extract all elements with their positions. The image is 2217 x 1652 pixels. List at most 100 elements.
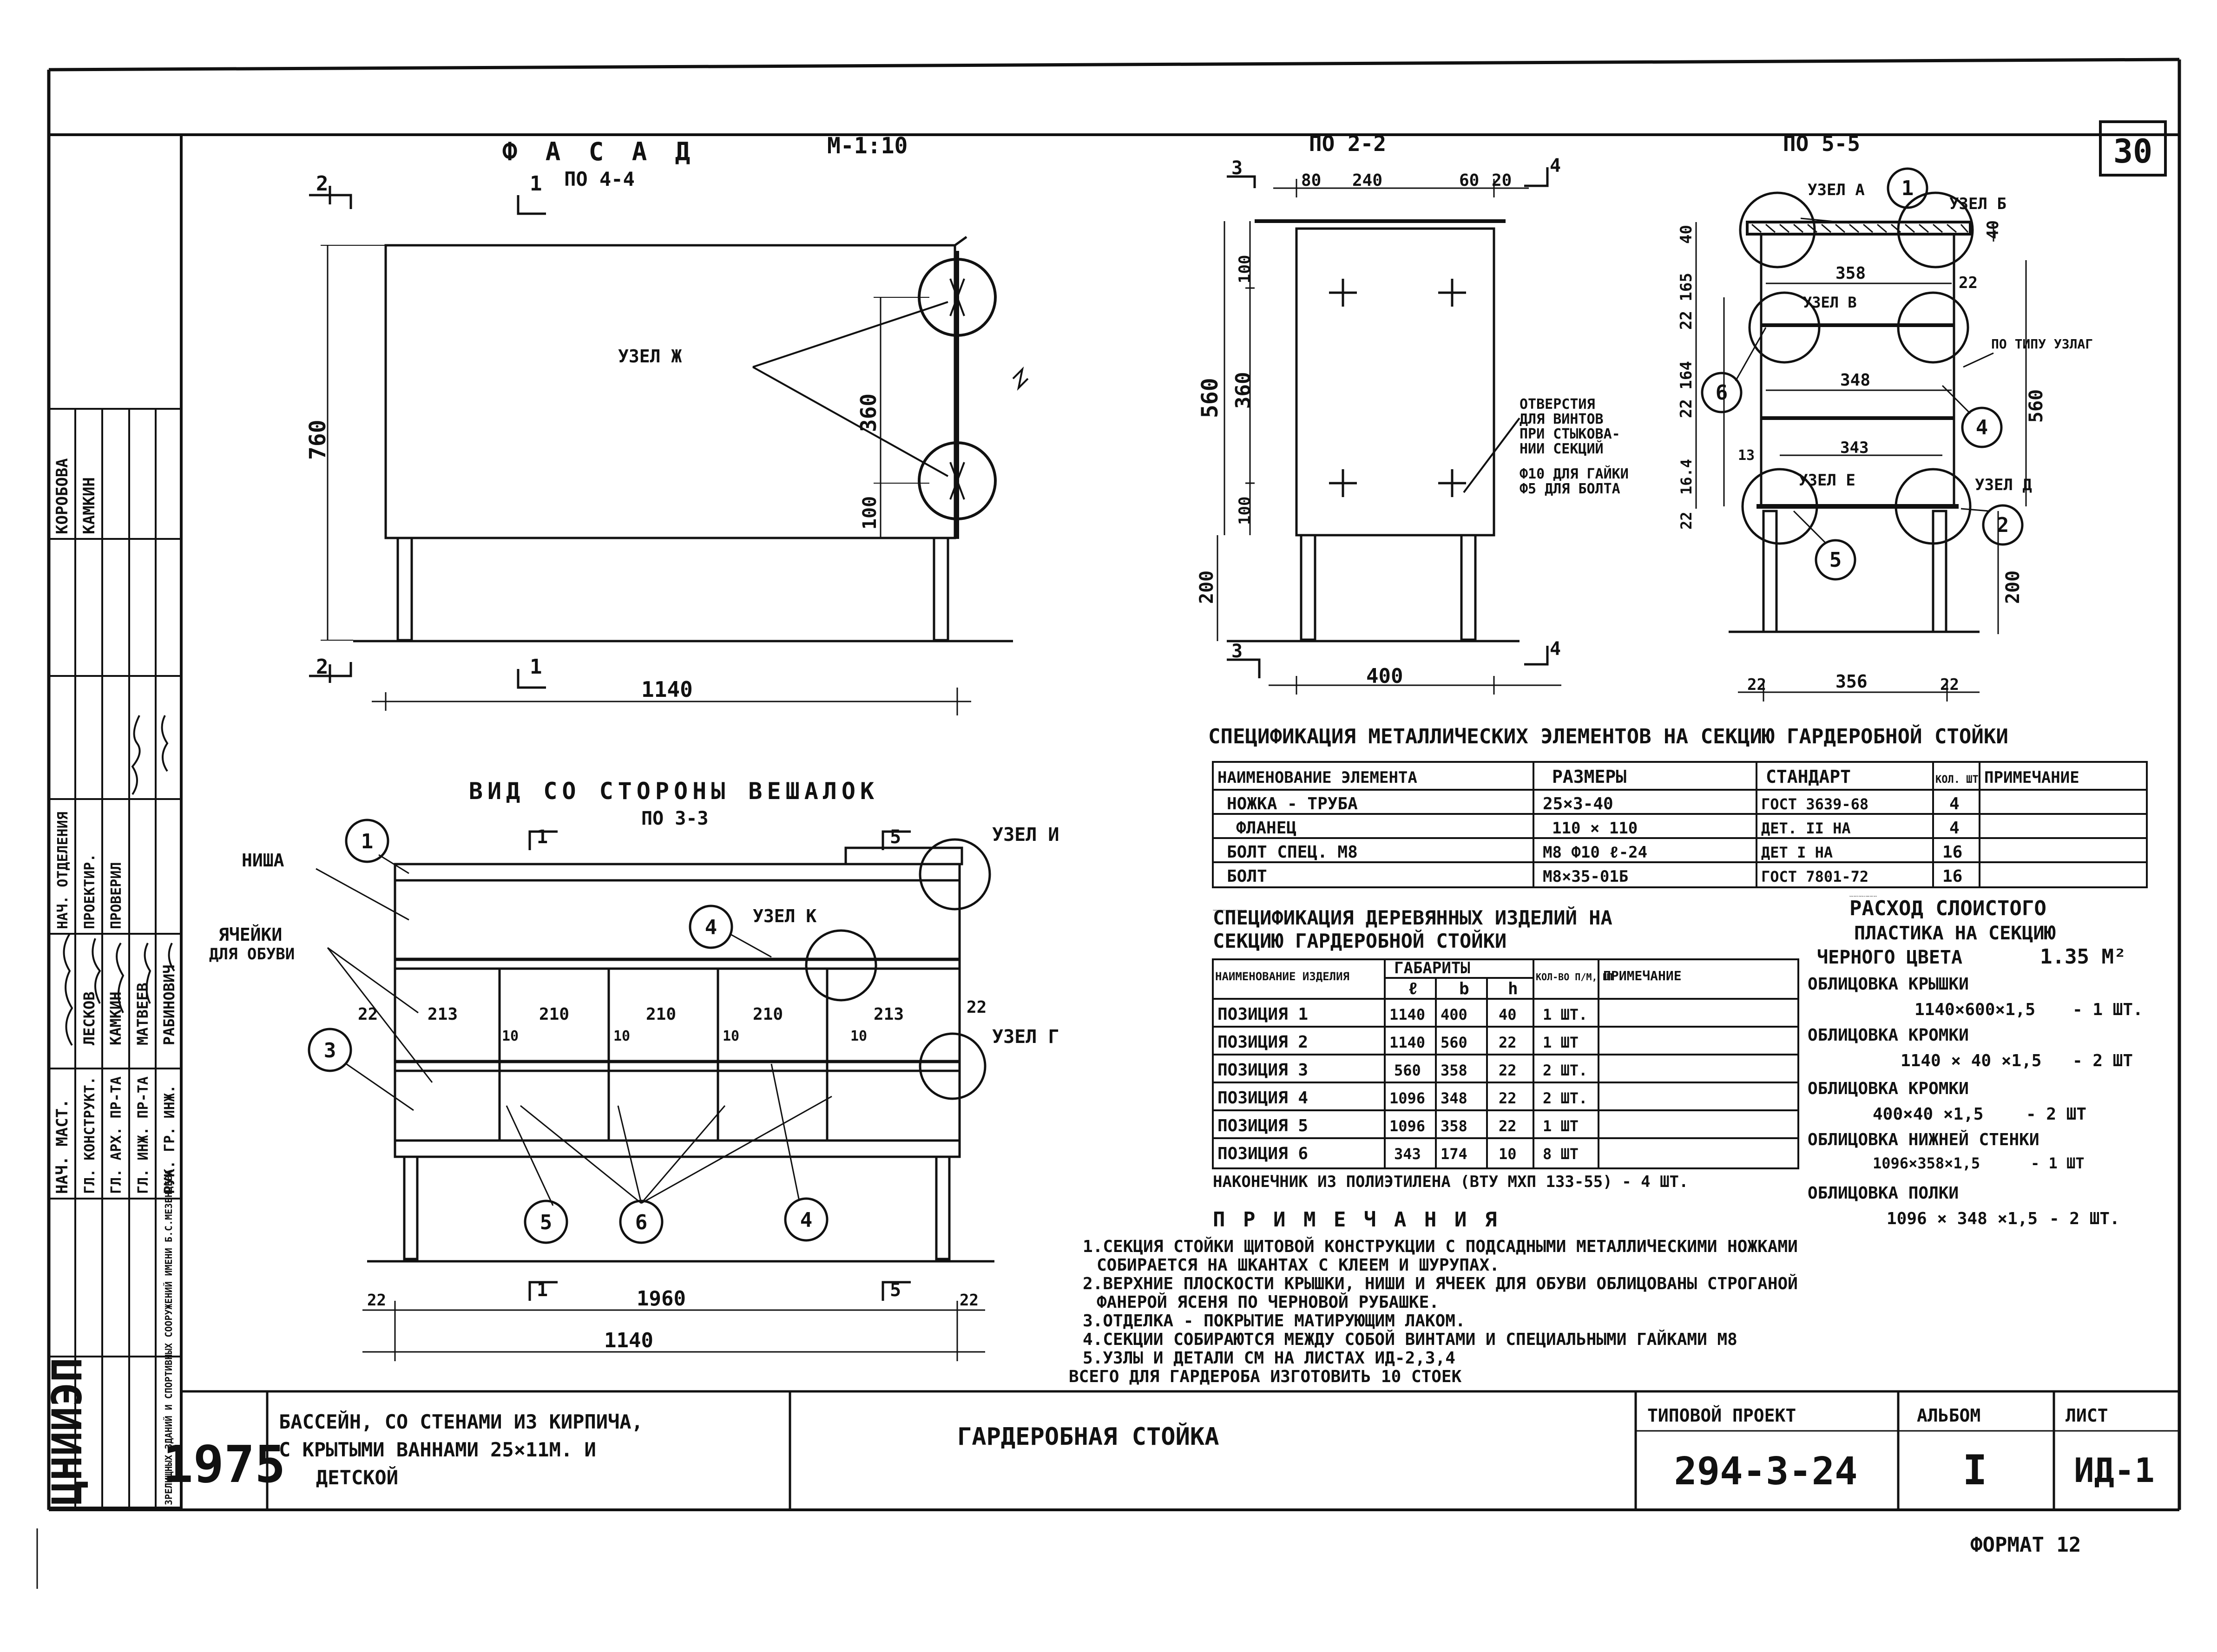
hanger-cut-5-top: 5 [890,826,901,848]
stamp-org-name: ЦНИИЭП [43,1357,91,1505]
spec-metal-r0-size: 25×3-40 [1543,794,1613,813]
sec55-dim-22-164: 22 164 [1677,361,1696,418]
sec22-cut-4-top: 4 [1550,155,1561,177]
notes-block: П Р И М Е Ч А Н И Я 1.СЕКЦИЯ СТОЙКИ ЩИТО… [1069,1208,1798,1386]
section-5-5: ПО 5-5 [1677,131,2093,701]
sec55-dim-40b: 40 [1984,220,2002,239]
hanger-cell-w-6: 22 [967,998,987,1017]
sec22-dim-100b: 100 [1236,497,1254,525]
plastic-total: 1.35 М² [2040,945,2126,969]
spec-metal-h1: РАЗМЕРЫ [1552,767,1626,787]
spec-wood-r0-l: 1140 [1389,1006,1425,1023]
hanger-callout-6: 6 [635,1211,648,1234]
hanger-dim-22l: 22 [367,1291,386,1310]
sec55-callout-4: 4 [1976,416,1988,439]
spec-wood-h0: НАИМЕНОВАНИЕ ИЗДЕЛИЯ [1215,970,1349,983]
spec-wood-h2: ℓ [1408,979,1418,998]
notes-line-2: СОБИРАЕТСЯ НА ШКАНТАХ С КЛЕЕМ И ШУРУПАХ. [1097,1256,1500,1275]
hanger-dim-22r: 22 [960,1291,979,1310]
hanger-cell-w-0: 22 [358,1005,378,1024]
sec22-dim-360: 360 [1231,372,1255,409]
spec-wood-title-2: СЕКЦИЮ ГАРДЕРОБНОЙ СТОЙКИ [1213,929,1507,952]
facade-cut-2-top: 2 [316,172,329,196]
sec55-node-potipu: ПО ТИПУ УЗЛАГ [1991,336,2093,352]
facade-cut-1-top: 1 [530,172,542,196]
hanger-label-node-i: УЗЕЛ И [992,824,1059,846]
spec-wood-title-1: СПЕЦИФИКАЦИЯ ДЕРЕВЯННЫХ ИЗДЕЛИЙ НА [1213,906,1612,929]
sec55-callout-6: 6 [1716,381,1728,405]
stamp-name-leskov: ЛЕСКОВ [80,991,98,1045]
facade-dim-100: 100 [859,496,881,530]
spec-wood-r5-name: ПОЗИЦИЯ 6 [1217,1144,1308,1163]
sec22-note-4: НИИ СЕКЦИЙ [1520,440,1604,457]
sec55-dim-22b: 22 [1678,511,1695,530]
spec-wood-r2-b: 358 [1441,1062,1467,1079]
plastic-3-size: 1096×358×1,5 [1873,1154,1980,1172]
spec-metal-r1-qty: 4 [1949,819,1960,838]
stamp-name-matveev: МАТВЕЕВ [134,983,151,1045]
stamp-role-nach-otd: НАЧ. ОТДЕЛЕНИЯ [55,812,71,929]
spec-wood-r4-l: 1096 [1389,1117,1425,1135]
facade-subtitle: ПО 4-4 [564,168,635,190]
spec-metal-h4: ПРИМЕЧАНИЕ [1984,768,2079,787]
sec55-dim-13: 13 [1738,447,1755,464]
hanger-cell-w-5: 213 [874,1005,904,1024]
title-project-name-2: С КРЫТЫМИ ВАННАМИ 25×11М. И [279,1438,596,1461]
hanger-callout-4a: 4 [705,916,717,939]
spec-wood-r1-qty: 1 ШТ [1543,1034,1579,1051]
facade-cut-1-bot: 1 [530,655,542,679]
sec55-callout-2: 2 [1997,513,2009,537]
hanger-gap-1: 10 [613,1028,630,1044]
facade-cut-2-bot: 2 [316,655,329,679]
hanger-gap-2: 10 [723,1028,739,1044]
sec55-dim-22a: 22 [1959,274,1978,292]
title-project-label: ТИПОВОЙ ПРОЕКТ [1647,1405,1796,1426]
facade-title: Ф А С А Д [502,137,697,166]
plastic-4-size: 1096 × 348 ×1,5 [1887,1209,2038,1228]
title-format: ФОРМАТ 12 [1970,1533,2081,1557]
spec-wood-r4-qty: 1 ШТ [1543,1117,1579,1135]
title-sheet: ИД-1 [2074,1451,2154,1490]
title-block: 1975 БАССЕЙН, СО СТЕНАМИ ИЗ КИРПИЧА, С К… [163,1390,2179,1557]
sec55-callout-1: 1 [1901,177,1914,200]
sec22-dim-80: 80 [1301,171,1321,190]
notes-line-7: 5.УЗЛЫ И ДЕТАЛИ СМ НА ЛИСТАХ ИД-2,3,4 [1083,1349,1455,1368]
plastic-3-qty: - 1 ШТ [2031,1154,2085,1172]
facade-view: Ф А С А Д М-1:10 ПО 4-4 [305,133,1029,715]
sec22-dim-400: 400 [1366,664,1403,688]
title-project-name-3: ДЕТСКОЙ [316,1466,398,1489]
sec55-dim-560: 560 [2026,389,2047,423]
sec22-dim-240: 240 [1352,171,1382,190]
plastic-0-size: 1140×600×1,5 [1914,1000,2035,1019]
spec-wood-r3-l: 1096 [1389,1089,1425,1107]
stamp-role-nach-mast: НАЧ. МАСТ. [53,1099,72,1194]
spec-wood-r2-qty: 2 ШТ. [1543,1062,1587,1079]
stamp-signatures [63,715,175,1046]
hanger-cell-w-2: 210 [539,1005,569,1024]
sec22-dim-20: 20 [1492,171,1512,190]
sec55-dim-22c: 22 [1747,675,1766,694]
sec22-note-5: Ф10 ДЛЯ ГАЙКИ [1520,465,1629,482]
hanger-view: ВИД СО СТОРОНЫ ВЕШАЛОК ПО 3-3 [209,778,1059,1361]
sec55-node-e: УЗЕЛ Е [1798,471,1855,490]
notes-line-5: 3.ОТДЕЛКА - ПОКРЫТИЕ МАТИРУЮЩИМ ЛАКОМ. [1083,1311,1466,1331]
facade-scale: М-1:10 [827,133,908,159]
spec-metal-r1-size: 110 × 110 [1552,819,1638,838]
title-album-label: АЛЬБОМ [1917,1405,1980,1426]
spec-metal-h0: НАИМЕНОВАНИЕ ЭЛЕМЕНТА [1217,768,1417,787]
hanger-callout-4b: 4 [800,1208,813,1232]
plastic-title-2: ПЛАСТИКА НА СЕКЦИЮ [1854,923,2056,944]
sec55-dim-358: 358 [1835,264,1866,283]
sec55-dim-348: 348 [1840,371,1870,390]
plastic-title-3: ЧЕРНОГО ЦВЕТА [1817,947,1962,968]
sec22-note-1: ОТВЕРСТИЯ [1520,396,1595,413]
spec-wood-r0-b: 400 [1441,1006,1467,1023]
side-stamp-text: НАЧ. МАСТ. ГЛ. КОНСТРУКТ. ГЛ. АРХ. ПР-ТА… [43,458,178,1505]
stamp-role-gl-arh: ГЛ. АРХ. ПР-ТА [108,1076,125,1194]
plastic-3-label: ОБЛИЦОВКА НИЖНЕЙ СТЕНКИ [1808,1130,2039,1149]
sec55-node-d: УЗЕЛ Д [1975,476,2032,494]
spec-metal-r2-qty: 16 [1942,843,1962,862]
spec-wood-r5-h: 10 [1499,1145,1517,1163]
sheet-number-box: 30 [2099,120,2167,177]
